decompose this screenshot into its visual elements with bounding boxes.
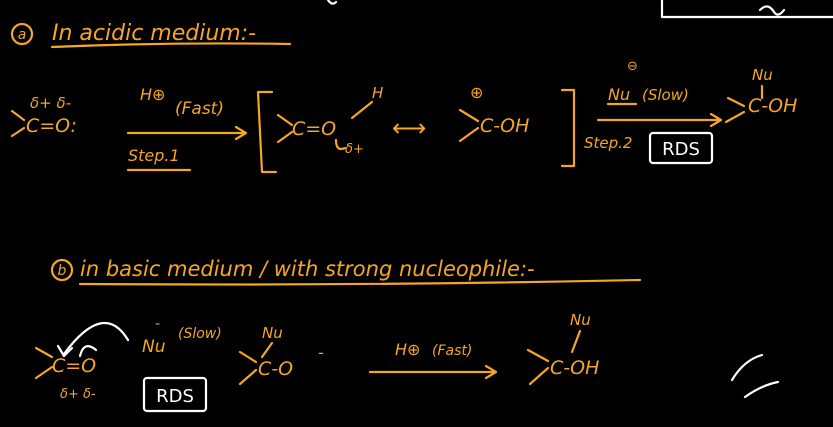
step2-arrow: ⊖ Nu (Slow) Step.2 RDS	[584, 59, 723, 165]
intermediate-a-partial-charge: δ+	[345, 142, 364, 157]
product-b-nu: Nu	[570, 311, 591, 329]
intermediate-b: Nu C-O -	[238, 324, 324, 386]
cut-off-mark	[326, 0, 338, 5]
rds-label-a: RDS	[662, 139, 700, 160]
step1-reagent: H⊕	[140, 85, 165, 104]
step2-arrow-line	[596, 112, 723, 128]
section-b-marker: b	[58, 263, 67, 279]
intermediate-b-nu-bond	[260, 341, 274, 359]
rds-label-b: RDS	[156, 386, 194, 407]
heading-b-underline	[78, 278, 642, 286]
intermediate-a-bonds	[276, 113, 294, 144]
step1-condition: (Fast)	[175, 99, 224, 119]
reactant-a-charges: δ+ δ-	[30, 94, 71, 112]
reactant-b-bonds	[34, 346, 54, 380]
product-b-bonds	[526, 348, 550, 386]
step2-condition: (Slow)	[642, 86, 689, 104]
product-b: Nu C-OH	[526, 311, 599, 386]
product-a-group: C-OH	[748, 95, 797, 117]
bracket-left	[256, 90, 278, 174]
reactant-a-group: C=O:	[26, 115, 77, 137]
intermediate-b-bonds	[238, 350, 258, 386]
step2-reagent: Nu	[608, 85, 630, 104]
step2-charge: ⊖	[627, 59, 638, 74]
section-b: b in basic medium / with strong nucleoph…	[34, 257, 780, 413]
intermediate-a: H C=O δ+ ⟷ ⊕ C-OH	[256, 83, 576, 174]
section-a: a In acidic medium:- δ+ δ- C=O: H⊕ (Fast…	[10, 21, 797, 174]
attack-condition: (Slow)	[178, 326, 222, 342]
step2-label: Step.2	[584, 134, 632, 152]
section-b-heading: in basic medium / with strong nucleophil…	[80, 257, 535, 281]
section-b-marker-circle	[50, 258, 74, 282]
protonation-arrow: H⊕ (Fast)	[368, 340, 498, 380]
intermediate-a-form2-bonds	[458, 108, 480, 143]
protonation-arrow-line	[368, 364, 498, 380]
attack-charge: -	[155, 316, 160, 332]
bracket-right	[560, 88, 576, 168]
curved-electron-arrow	[334, 138, 347, 151]
intermediate-b-charge: -	[318, 343, 324, 362]
reactant-b-charges: δ+ δ-	[60, 387, 96, 402]
attack-reagent: Nu	[142, 337, 166, 357]
attack-arrowhead	[56, 344, 74, 358]
nucleophile-attack-curved-arrow	[62, 321, 130, 356]
step1-arrow: H⊕ (Fast) Step.1	[126, 85, 248, 172]
section-a-heading: In acidic medium:-	[52, 21, 256, 46]
reactant-a: δ+ δ- C=O:	[10, 94, 77, 138]
intermediate-a-form1: C=O	[292, 118, 336, 140]
protonation-reagent: H⊕	[395, 340, 420, 359]
heading-a-underline	[50, 42, 292, 49]
intermediate-a-form2: C-OH	[480, 115, 529, 137]
product-a-bonds	[724, 96, 746, 124]
o-h-bond	[350, 100, 374, 120]
step1-arrow-line	[126, 125, 248, 141]
section-a-marker-circle	[10, 22, 34, 46]
attack-label: - Nu (Slow) RDS	[142, 316, 222, 413]
rds-box-b	[142, 376, 208, 413]
intermediate-a-form2-charge: ⊕	[470, 83, 483, 102]
section-a-marker: a	[18, 27, 27, 43]
reactant-a-bonds	[10, 109, 26, 138]
stray-scribble	[730, 353, 780, 399]
product-b-group: C-OH	[550, 357, 599, 379]
intermediate-b-group: C-O	[258, 358, 293, 380]
reactant-b-group: C=O	[52, 355, 96, 377]
intermediate-a-h: H	[372, 84, 383, 102]
resonance-arrow: ⟷	[392, 114, 426, 142]
pi-bond-curved-arrow	[78, 345, 98, 358]
protonation-condition: (Fast)	[432, 343, 472, 359]
rds-box-a	[648, 131, 714, 165]
corner-box-outline	[660, 0, 833, 19]
product-b-nu-bond	[570, 329, 582, 354]
reactant-b: C=O δ+ δ-	[34, 321, 130, 402]
product-a: Nu C-OH	[724, 66, 797, 124]
product-a-nu: Nu	[752, 66, 773, 84]
step1-label: Step.1	[128, 146, 180, 165]
intermediate-b-nu: Nu	[262, 324, 283, 342]
cut-off-scribble	[758, 5, 786, 16]
